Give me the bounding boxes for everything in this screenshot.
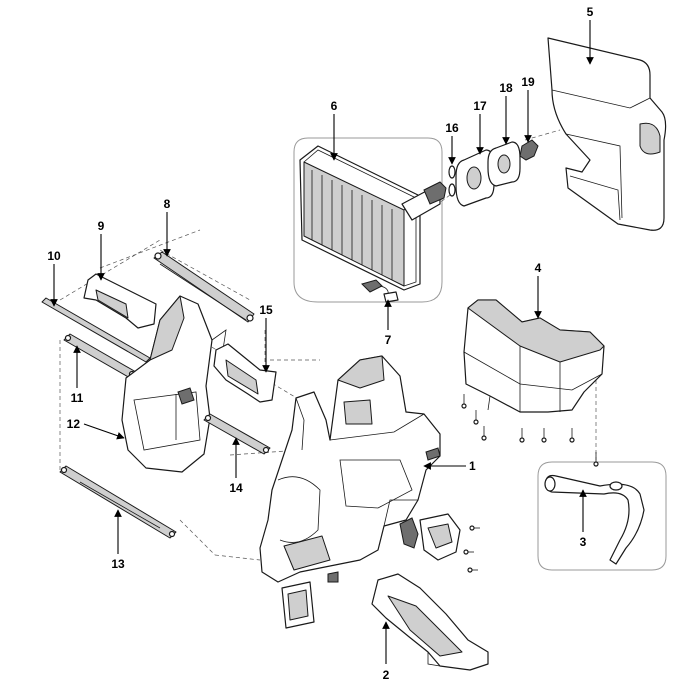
callout-11: 11 bbox=[71, 391, 84, 405]
part-12-side-case bbox=[121, 295, 227, 473]
part-14-rod bbox=[203, 413, 271, 455]
actuator-assembly bbox=[327, 513, 480, 583]
part-2-duct bbox=[371, 573, 489, 671]
callout-6: 6 bbox=[331, 99, 338, 113]
hose-group-frame bbox=[537, 461, 667, 571]
filter-frame bbox=[281, 581, 315, 629]
leader-lines bbox=[50, 20, 594, 664]
callout-2: 2 bbox=[383, 668, 390, 682]
callout-labels: 1 2 3 4 5 6 7 8 9 10 11 12 13 14 15 16 1… bbox=[47, 5, 593, 682]
part-9-bracket bbox=[83, 273, 157, 329]
o-ring-16b bbox=[448, 183, 456, 197]
evaporator-fins bbox=[311, 170, 393, 280]
part-13-rod bbox=[59, 465, 177, 539]
valve-19 bbox=[519, 139, 539, 161]
callout-9: 9 bbox=[98, 219, 105, 233]
part-11-rod bbox=[63, 333, 137, 379]
callout-19: 19 bbox=[521, 75, 535, 89]
callout-14: 14 bbox=[229, 481, 243, 495]
callout-4: 4 bbox=[535, 261, 542, 275]
callout-15: 15 bbox=[259, 303, 273, 317]
callout-7: 7 bbox=[385, 333, 392, 347]
part-6-evaporator-core bbox=[299, 145, 447, 291]
part-15-bracket bbox=[213, 343, 277, 403]
callout-5: 5 bbox=[587, 5, 594, 19]
screws-4 bbox=[461, 394, 599, 467]
leader-12 bbox=[83, 423, 125, 440]
parts-16-19-seals bbox=[448, 139, 539, 207]
callout-18: 18 bbox=[499, 81, 513, 95]
evaporator-group-frame bbox=[293, 137, 443, 303]
callout-3: 3 bbox=[580, 535, 587, 549]
part-3-drain-hose bbox=[544, 474, 645, 565]
callout-12: 12 bbox=[67, 417, 81, 431]
callout-16: 16 bbox=[445, 121, 459, 135]
part-5-cover-panel bbox=[547, 37, 667, 231]
callout-17: 17 bbox=[473, 99, 487, 113]
callout-1: 1 bbox=[469, 459, 476, 473]
callout-13: 13 bbox=[111, 557, 125, 571]
part-1-main-case bbox=[259, 355, 441, 583]
part-4-lower-case bbox=[461, 299, 605, 467]
callout-8: 8 bbox=[164, 197, 171, 211]
part-8-door-shaft bbox=[153, 251, 255, 323]
o-ring-16a bbox=[448, 165, 456, 179]
callout-10: 10 bbox=[47, 249, 61, 263]
